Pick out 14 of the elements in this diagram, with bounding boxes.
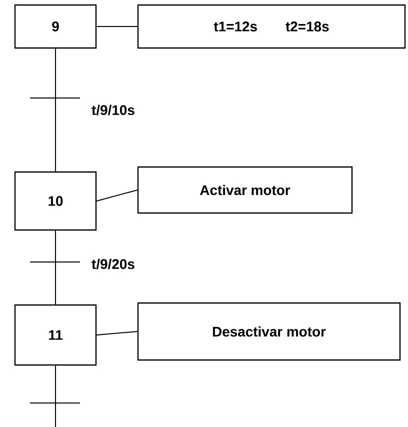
action-box: Activar motor xyxy=(137,166,353,214)
step-box: 9 xyxy=(14,4,97,49)
action-box: t1=12s t2=18s xyxy=(137,4,406,49)
connector-line xyxy=(55,48,56,172)
connector-line xyxy=(55,365,56,427)
transition-label: t/9/20s xyxy=(92,258,134,270)
connector-line xyxy=(96,190,138,202)
step-box: 11 xyxy=(14,304,97,366)
connector-line xyxy=(96,331,138,336)
connector-line xyxy=(96,26,138,27)
connector-line xyxy=(55,230,56,305)
action-box: Desactivar motor xyxy=(137,302,401,361)
step-box: 10 xyxy=(14,171,97,231)
transition-label: t/9/10s xyxy=(92,104,134,116)
